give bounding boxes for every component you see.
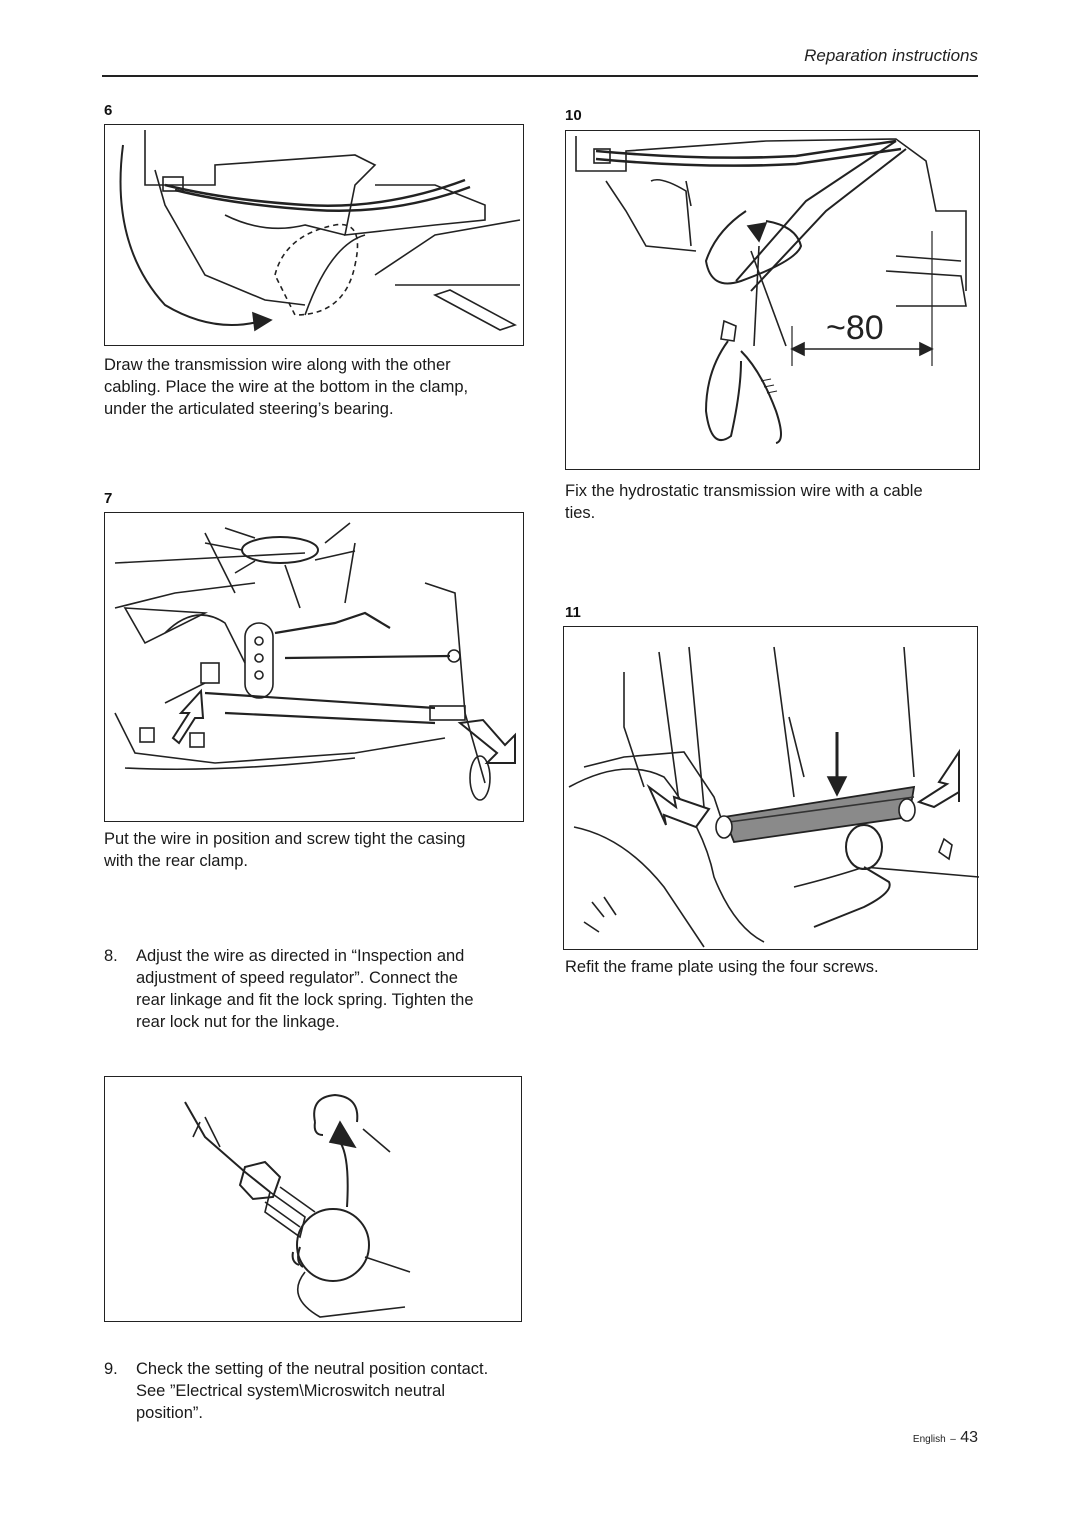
step-8-text: Adjust the wire as directed in “Inspecti… bbox=[136, 947, 474, 1031]
step-8-number: 8. bbox=[104, 947, 118, 965]
page-header-title: Reparation instructions bbox=[804, 46, 978, 65]
step-9-number: 9. bbox=[104, 1360, 118, 1378]
footer-separator: – bbox=[950, 1434, 956, 1445]
step-9: 9. Check the setting of the neutral posi… bbox=[104, 1358, 534, 1428]
lock-spring-illustration bbox=[104, 1076, 522, 1322]
figure-6-illustration bbox=[104, 124, 524, 346]
figure-11-caption: Refit the frame plate using the four scr… bbox=[565, 958, 879, 976]
figure-6-caption: Draw the transmission wire along with th… bbox=[104, 356, 469, 418]
figure-7-illustration bbox=[104, 512, 524, 822]
figure-6-number: 6 bbox=[104, 102, 113, 119]
figure-10-number: 10 bbox=[565, 107, 582, 124]
figure-11-illustration bbox=[563, 626, 979, 950]
page-number: 43 bbox=[960, 1429, 978, 1446]
dimension-label: ~80 bbox=[826, 309, 884, 347]
figure-7-number: 7 bbox=[104, 490, 113, 507]
figure-7-caption: Put the wire in position and screw tight… bbox=[104, 830, 466, 870]
figure-10-illustration: ~80 bbox=[565, 130, 980, 470]
figure-10-caption: Fix the hydrostatic transmission wire wi… bbox=[565, 482, 923, 522]
figure-11-number: 11 bbox=[565, 604, 581, 621]
step-8: 8. Adjust the wire as directed in “Inspe… bbox=[104, 945, 524, 1035]
header-rule bbox=[102, 75, 978, 77]
footer-language: English bbox=[912, 1434, 946, 1445]
step-9-text: Check the setting of the neutral positio… bbox=[136, 1360, 489, 1422]
page-footer: English – 43 bbox=[913, 1429, 978, 1447]
